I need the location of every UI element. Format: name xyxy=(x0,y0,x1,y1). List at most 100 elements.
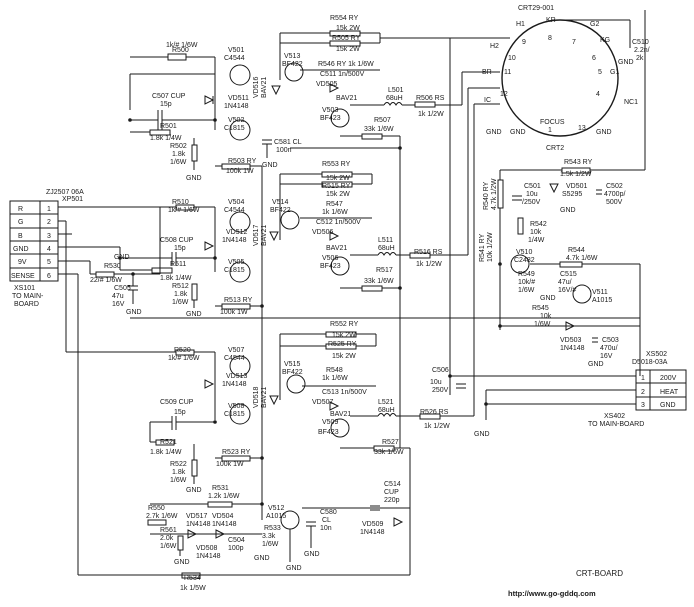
right-pin2-label: HEAT xyxy=(660,389,679,396)
c504-val: 100p xyxy=(228,545,244,552)
r549-val: 10k/# xyxy=(518,279,535,286)
c514-val2: 220p xyxy=(384,497,400,504)
v510: V510 xyxy=(516,249,532,256)
r549-val2: 1/6W xyxy=(518,287,535,294)
l511-val: 68uH xyxy=(378,245,395,252)
crt-pin-4: 4 xyxy=(596,91,600,98)
c510-val2: 2k xyxy=(636,55,644,62)
r501-val: 1.8k 1/4W xyxy=(150,135,182,142)
l521: L521 xyxy=(378,399,394,406)
crt-pin-g1: G1 xyxy=(610,69,619,76)
r547: R547 xyxy=(326,201,343,208)
r522-gnd: GND xyxy=(186,487,202,494)
r526-val: 1k 1/2W xyxy=(424,423,450,430)
c510-gnd: GND xyxy=(618,59,634,66)
pin3-num: 3 xyxy=(47,233,51,240)
c514: C514 xyxy=(384,481,401,488)
r561-val2: 1/6W xyxy=(160,543,177,550)
r550-val: 2.7k 1/6W xyxy=(146,513,178,520)
r526: R526 RS xyxy=(420,409,449,416)
r531: R531 xyxy=(212,485,229,492)
junction-dots xyxy=(118,118,502,506)
v511: V511 xyxy=(592,289,608,296)
crt-ref2: CRT2 xyxy=(546,145,564,152)
r512-gnd: GND xyxy=(186,311,202,318)
v501-val: C4544 xyxy=(224,55,245,62)
crt-pin-12: 12 xyxy=(500,91,508,98)
r525-val: 15k 2W xyxy=(332,353,356,360)
vd501-gnd: GND xyxy=(560,207,576,214)
vd512-val: 1N4148 xyxy=(222,237,247,244)
pin2-label: G xyxy=(18,219,23,226)
r553: R553 RY xyxy=(322,161,351,168)
c507: C507 CUP xyxy=(152,93,186,100)
v510-val: C2482 xyxy=(514,257,535,264)
vd517b-val: 1N4148 xyxy=(186,521,211,528)
crt-pin-ic: IC xyxy=(484,97,491,104)
vd517-val: BAV21 xyxy=(261,225,268,246)
c506-val: 10u xyxy=(430,379,442,386)
v513-val: BF422 xyxy=(282,61,303,68)
c510: C510 xyxy=(632,39,649,46)
vd509-val: 1N4148 xyxy=(360,529,385,536)
r540: R540 RY xyxy=(483,181,490,210)
c501-val2: /250V xyxy=(522,199,541,206)
r506: R506 RS xyxy=(416,95,445,102)
c510-val: 2.2n/ xyxy=(634,47,650,54)
pin4-num: 4 xyxy=(47,246,51,253)
r527-val: 33k 1/6W xyxy=(374,449,404,456)
board-label: CRT-BOARD xyxy=(576,569,623,578)
r544: R544 xyxy=(568,247,585,254)
right-middle: R543 RY 1.5k 1/2W R540 RY 4.7k 1/2W C501… xyxy=(130,159,645,376)
r542-val2: 1/4W xyxy=(528,237,545,244)
crt-pin-11: 11 xyxy=(504,69,511,76)
r552-val: 15k 2W xyxy=(332,332,356,339)
pin2-num: 2 xyxy=(47,219,51,226)
c505-val2: 16V xyxy=(112,301,125,308)
r517-val: 33k 1/6W xyxy=(364,278,394,285)
c580-val2: 10n xyxy=(320,525,332,532)
v506-val: BF423 xyxy=(320,263,341,270)
r502-val: 1.8k xyxy=(172,151,186,158)
right-xs-ref: XS402 xyxy=(604,413,625,420)
l501: L501 xyxy=(388,87,404,94)
c502: C502 xyxy=(606,183,623,190)
r500: R500 xyxy=(172,47,189,54)
c514-val: CUP xyxy=(384,489,399,496)
c581-val: 100n xyxy=(276,147,292,154)
left-connector: ZJ2507 06A XP501 R 1 G 2 B 3 GND 4 9V 5 … xyxy=(9,189,410,576)
v514-val: BF422 xyxy=(270,207,291,214)
channel-b: R520 1k/# 1/6W V507 C4544 VD513 1N4148 C… xyxy=(149,103,500,575)
r503-val: 100k 1W xyxy=(226,168,254,175)
crt-pin-1: 1 xyxy=(548,127,552,134)
vd511-val: 1N4148 xyxy=(224,103,249,110)
r510: R510 xyxy=(172,199,189,206)
r515-val: 15k 2W xyxy=(326,191,350,198)
crt-pin-kg: KG xyxy=(600,37,610,44)
crt-pin-13: 13 xyxy=(578,125,586,132)
v515-val: BF422 xyxy=(282,369,303,376)
c580-val: CL xyxy=(322,517,331,524)
r511: R511 xyxy=(170,261,186,268)
vd516: VD516 xyxy=(253,76,260,98)
gnd-pin4: GND xyxy=(114,254,130,261)
r548-val: 1k 1/6W xyxy=(322,375,348,382)
c503-val2: 16V xyxy=(600,353,613,360)
pin6-label: SENSE xyxy=(11,273,35,280)
v509-val: BF423 xyxy=(318,429,339,436)
pin1-num: 1 xyxy=(47,206,51,213)
c503-val: 470u/ xyxy=(600,345,618,352)
crt-pin-5: 5 xyxy=(598,69,602,76)
r512-val2: 1/6W xyxy=(172,299,189,306)
vd506-val: BAV21 xyxy=(326,245,347,252)
c505-gnd: GND xyxy=(126,309,142,316)
v504-val: C4544 xyxy=(224,207,245,214)
right-to-label: TO MAIN-BOARD xyxy=(588,421,644,428)
vd507: VD507 xyxy=(312,399,334,406)
vd513: VD513 xyxy=(226,373,248,380)
r533-val: 3.3k xyxy=(262,533,276,540)
l521-val: 68uH xyxy=(378,407,395,414)
pin4-label: GND xyxy=(13,246,29,253)
r561: R561 xyxy=(160,527,177,534)
